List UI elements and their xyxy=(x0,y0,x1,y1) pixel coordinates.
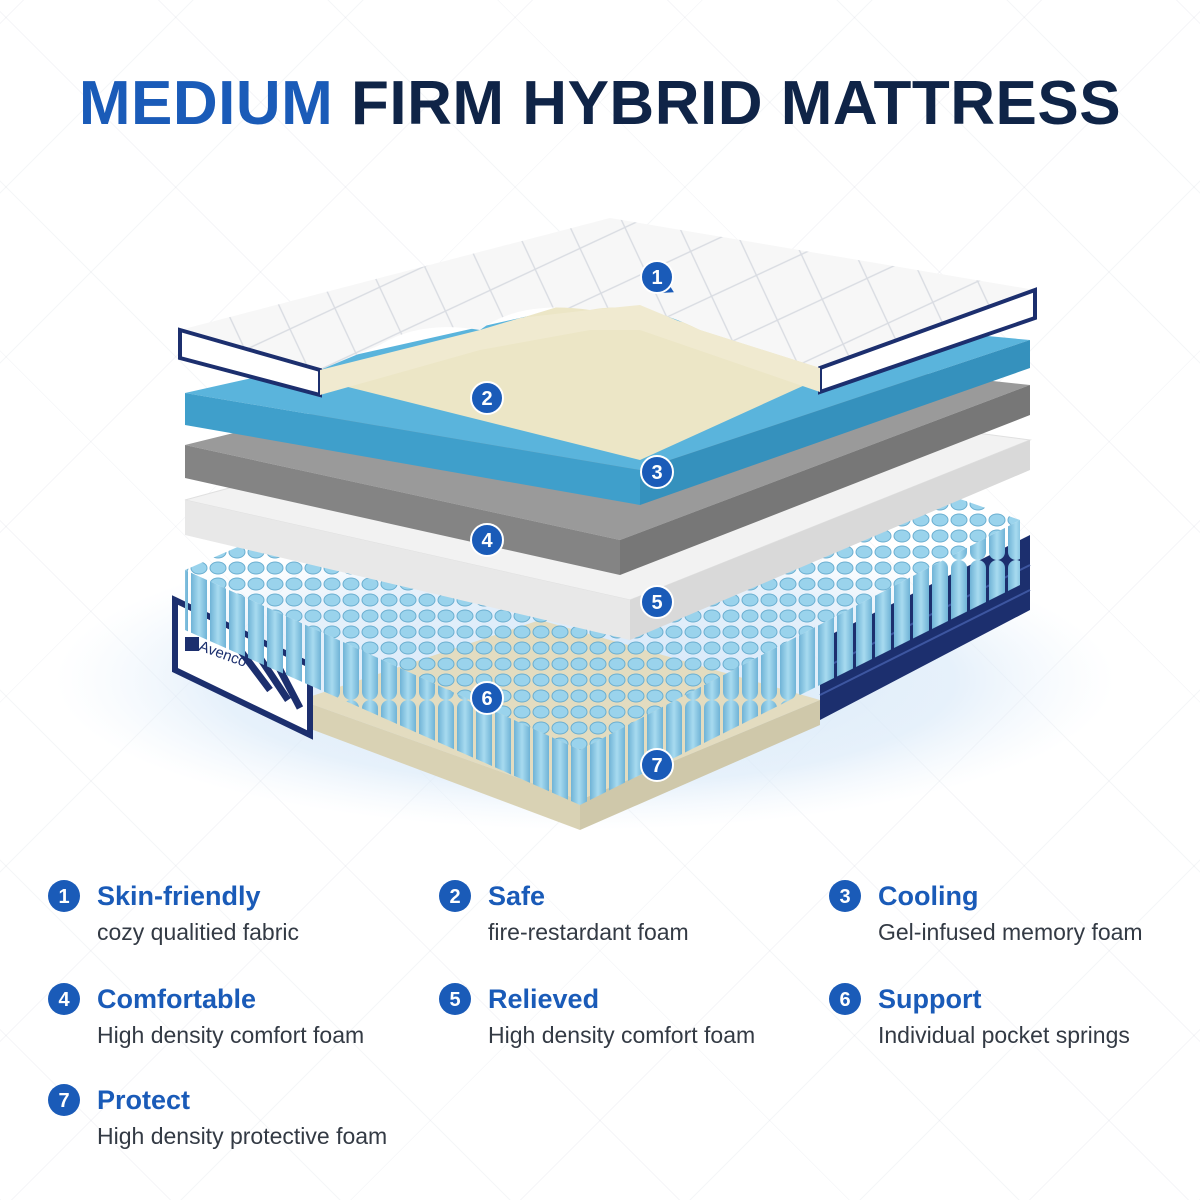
feature-2: 2 Safe fire-restardant foam xyxy=(438,875,798,965)
marker-1: 1 xyxy=(640,260,674,294)
marker-1-label: 1 xyxy=(651,267,662,289)
marker-2-label: 2 xyxy=(481,388,492,410)
number-badge-icon: 2 xyxy=(439,880,471,912)
feature-description: cozy qualitied fabric xyxy=(97,919,299,945)
title-main: FIRM HYBRID MATTRESS xyxy=(351,69,1122,138)
feature-description: High density protective foam xyxy=(97,1123,388,1149)
feature-title: Skin-friendly xyxy=(97,881,261,911)
marker-7: 7 xyxy=(640,748,674,782)
number-badge-icon: 5 xyxy=(439,983,471,1015)
number-badge-icon: 4 xyxy=(48,983,80,1015)
svg-text:1: 1 xyxy=(58,886,69,908)
number-badge-icon: 1 xyxy=(48,880,80,912)
marker-4: 4 xyxy=(470,523,504,557)
layer-1-top-fabric xyxy=(178,218,1037,398)
svg-text:2: 2 xyxy=(449,886,460,908)
feature-4: 4 Comfortable High density comfort foam xyxy=(47,978,407,1068)
feature-title: Cooling xyxy=(878,881,979,911)
feature-1: 1 Skin-friendly cozy qualitied fabric xyxy=(47,875,407,965)
marker-6-label: 6 xyxy=(481,688,492,710)
feature-description: Individual pocket springs xyxy=(878,1022,1130,1048)
mattress-illustration: Avenco 1 xyxy=(55,218,1115,830)
marker-4-label: 4 xyxy=(481,530,493,552)
feature-title: Protect xyxy=(97,1085,191,1115)
marker-3: 3 xyxy=(640,455,674,489)
marker-3-label: 3 xyxy=(651,462,662,484)
feature-title: Comfortable xyxy=(97,984,257,1014)
feature-3: 3 Cooling Gel-infused memory foam xyxy=(828,875,1188,965)
svg-text:5: 5 xyxy=(449,989,460,1011)
title-accent: MEDIUM xyxy=(78,69,334,138)
feature-description: High density comfort foam xyxy=(488,1022,756,1048)
marker-7-label: 7 xyxy=(651,755,662,777)
number-badge-icon: 6 xyxy=(829,983,861,1015)
number-badge-icon: 3 xyxy=(829,880,861,912)
page-title: MEDIUM FIRM HYBRID MATTRESS xyxy=(0,68,1200,140)
feature-5: 5 Relieved High density comfort foam xyxy=(438,978,798,1068)
feature-6: 6 Support Individual pocket springs xyxy=(828,978,1188,1068)
svg-text:4: 4 xyxy=(58,989,70,1011)
feature-title: Safe xyxy=(488,881,546,911)
marker-2: 2 xyxy=(470,381,504,415)
feature-list: 1 Skin-friendly cozy qualitied fabric 2 … xyxy=(0,875,1200,1175)
feature-description: High density comfort foam xyxy=(97,1022,365,1048)
feature-description: Gel-infused memory foam xyxy=(878,919,1143,945)
svg-text:6: 6 xyxy=(839,989,850,1011)
feature-description: fire-restardant foam xyxy=(488,919,689,945)
number-badge-icon: 7 xyxy=(48,1084,80,1116)
marker-5-label: 5 xyxy=(651,592,662,614)
feature-7: 7 Protect High density protective foam xyxy=(47,1079,407,1169)
marker-5: 5 xyxy=(640,585,674,619)
feature-title: Relieved xyxy=(488,984,600,1014)
svg-text:7: 7 xyxy=(58,1090,69,1112)
feature-title: Support xyxy=(878,984,982,1014)
marker-6: 6 xyxy=(470,681,504,715)
svg-text:3: 3 xyxy=(839,886,850,908)
